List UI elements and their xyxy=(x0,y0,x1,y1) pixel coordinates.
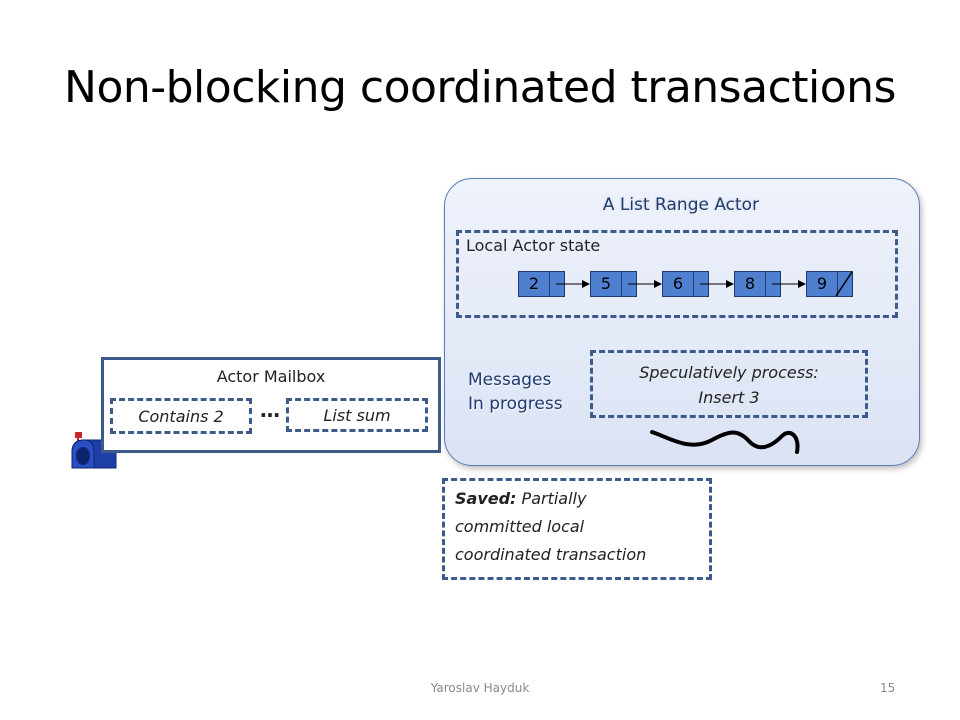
saved-prefix: Saved: xyxy=(455,489,517,508)
processing-squiggle xyxy=(650,430,800,454)
mailbox-ellipsis: … xyxy=(260,398,280,422)
saved-line2: committed local xyxy=(455,517,585,536)
list-node-value: 5 xyxy=(591,272,622,296)
speculative-process-box: Speculatively process: Insert 3 xyxy=(590,350,868,418)
saved-line1-rest: Partially xyxy=(516,489,587,508)
list-node-value: 8 xyxy=(735,272,766,296)
actor-mailbox-title: Actor Mailbox xyxy=(216,367,326,386)
mailbox-message: List sum xyxy=(286,398,428,432)
list-node: 9 xyxy=(806,271,853,297)
list-node-value: 6 xyxy=(663,272,694,296)
slide-title: Non-blocking coordinated transactions xyxy=(64,62,896,113)
list-node: 2 xyxy=(518,271,565,297)
saved-line3: coordinated transaction xyxy=(455,545,647,564)
actor-title: A List Range Actor xyxy=(602,195,760,215)
saved-line1: Saved: Partially xyxy=(455,485,709,513)
speculative-line2: Insert 3 xyxy=(698,388,760,407)
local-actor-state xyxy=(456,230,898,318)
mailbox-message: Contains 2 xyxy=(110,398,252,434)
list-node-value: 2 xyxy=(519,272,550,296)
list-node-value: 9 xyxy=(807,272,838,296)
messages-label-line1: Messages xyxy=(468,370,552,390)
speculative-line1: Speculatively process: xyxy=(639,363,819,382)
saved-transaction-box: Saved: Partially committed local coordin… xyxy=(442,478,712,580)
null-pointer-slash xyxy=(835,271,853,297)
messages-label-line2: In progress xyxy=(468,394,563,414)
list-range-actor xyxy=(444,178,920,466)
page-number: 15 xyxy=(880,681,896,695)
footer-author: Yaroslav Hayduk xyxy=(430,681,530,695)
local-actor-state-label: Local Actor state xyxy=(466,236,601,255)
messages-in-progress-label: Messages In progress xyxy=(468,368,563,416)
